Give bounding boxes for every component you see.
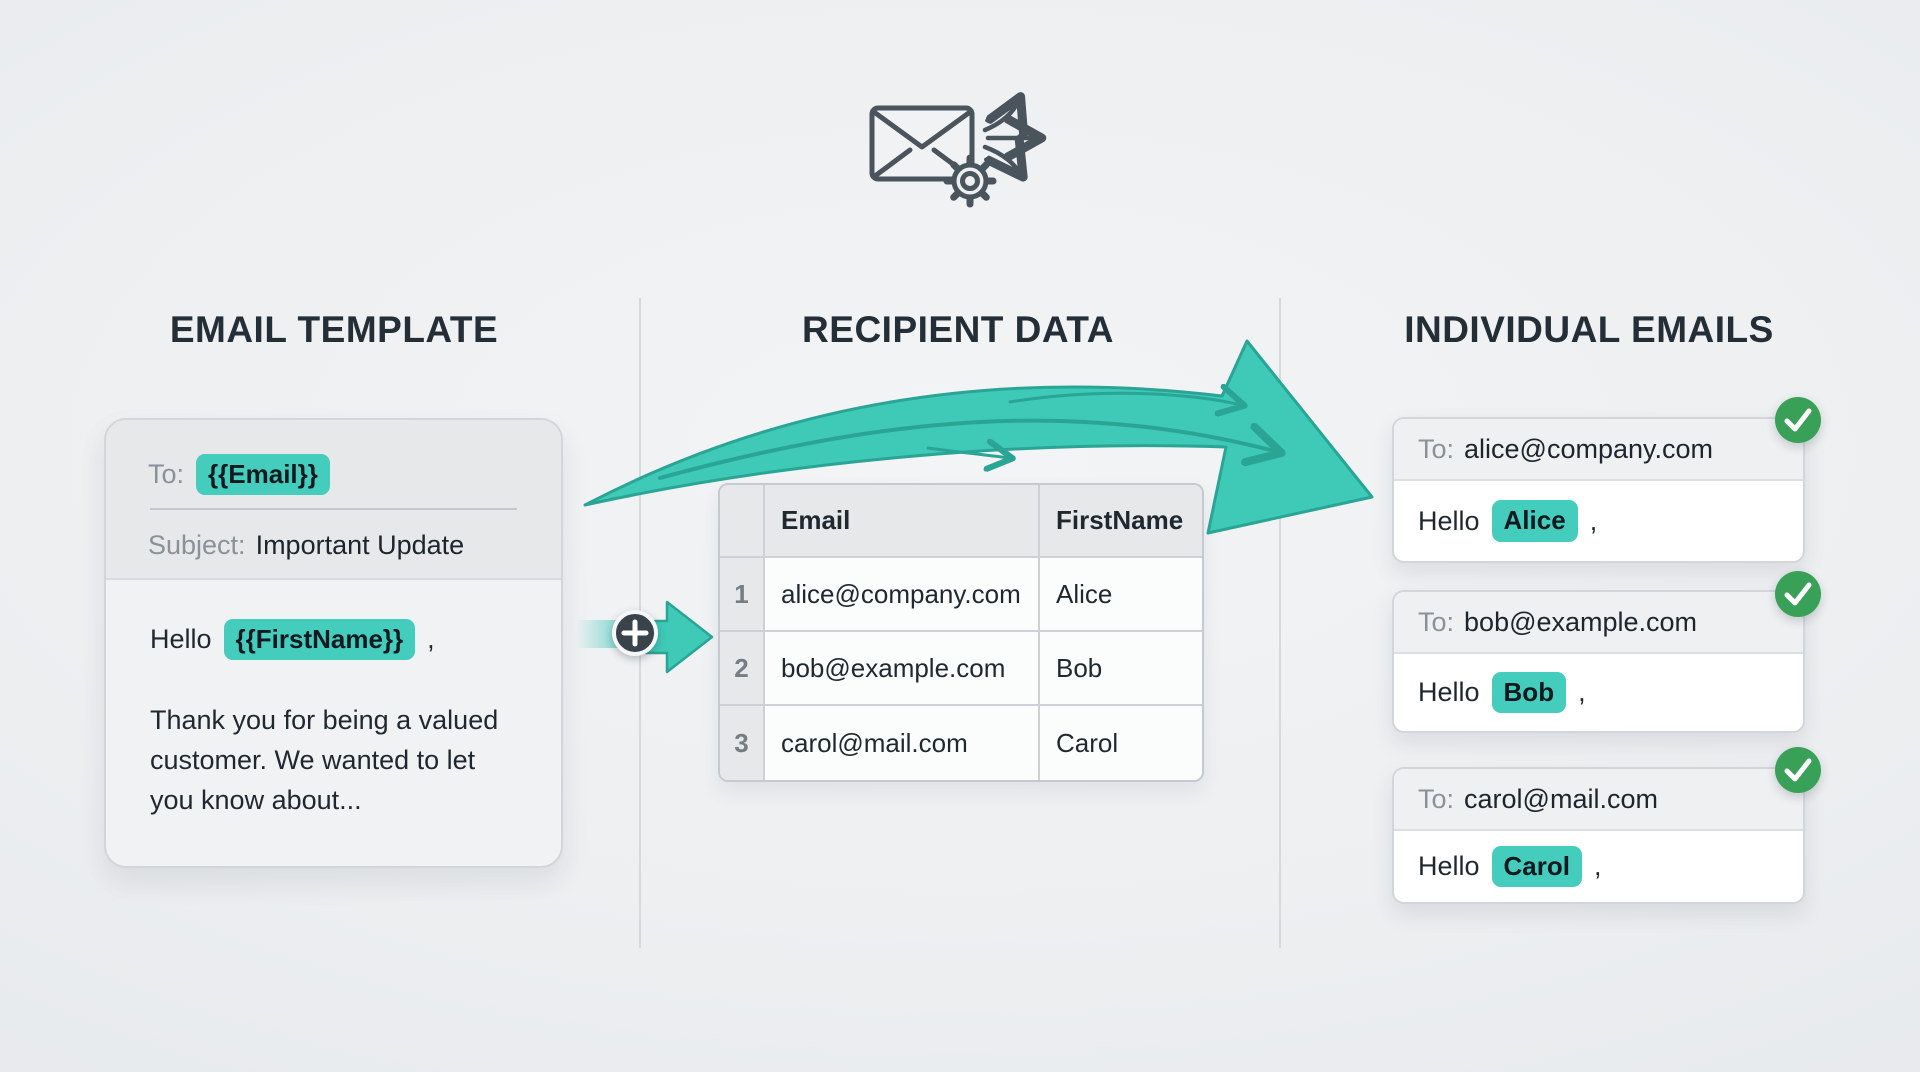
table-cell-email: carol@mail.com	[765, 706, 1040, 780]
column-divider-right	[1279, 298, 1281, 948]
row-number: 3	[720, 706, 765, 780]
table-cell-email: bob@example.com	[765, 632, 1040, 706]
email-card-header: To: alice@company.com	[1394, 419, 1803, 481]
to-label: To:	[1418, 433, 1455, 464]
email-card-body: Hello Alice ,	[1394, 481, 1803, 561]
to-label: To:	[1418, 783, 1455, 814]
merged-name-chip: Carol	[1491, 845, 1582, 888]
greeting-suffix: ,	[1589, 505, 1598, 536]
recipient-table: Email FirstName 1 alice@company.com Alic…	[718, 483, 1204, 782]
email-address: alice@company.com	[1464, 433, 1714, 464]
template-header-divider	[150, 508, 517, 510]
success-check-icon	[1775, 397, 1821, 443]
table-header-firstname: FirstName	[1040, 485, 1202, 558]
template-subject-row: Subject: Important Update	[148, 530, 464, 561]
row-number: 1	[720, 558, 765, 632]
fanout-arrow-down-icon	[982, 147, 1021, 174]
table-cell-email: alice@company.com	[765, 558, 1040, 632]
subject-value: Important Update	[255, 530, 465, 560]
email-card-body: Hello Bob ,	[1394, 654, 1803, 731]
thin-arrow-lower	[926, 448, 1010, 458]
thin-arrow-upper	[1008, 393, 1242, 405]
success-check-icon	[1775, 571, 1821, 617]
template-card-header: To: {{Email}} Subject: Important Update	[106, 420, 561, 580]
greeting-suffix: ,	[427, 624, 435, 655]
greeting-prefix: Hello	[1418, 677, 1480, 707]
template-greeting-line: Hello {{FirstName}} ,	[150, 619, 523, 661]
greeting-suffix: ,	[1578, 677, 1586, 707]
email-address: bob@example.com	[1464, 606, 1698, 637]
to-label: To:	[148, 459, 185, 490]
individual-email-card: To: carol@mail.com Hello Carol ,	[1392, 767, 1805, 904]
success-check-icon	[1775, 747, 1821, 793]
individual-emails-column-heading: INDIVIDUAL EMAILS	[1404, 309, 1774, 350]
merged-name-chip: Alice	[1491, 500, 1578, 542]
email-card-header: To: bob@example.com	[1394, 592, 1803, 654]
greeting-suffix: ,	[1594, 851, 1602, 881]
merged-name-chip: Bob	[1491, 671, 1567, 714]
email-variable-chip: {{Email}}	[196, 454, 330, 496]
table-cell-firstname: Bob	[1040, 632, 1202, 706]
template-column-heading: EMAIL TEMPLATE	[169, 309, 499, 350]
email-card-header: To: carol@mail.com	[1394, 769, 1803, 831]
table-cell-firstname: Carol	[1040, 706, 1202, 780]
email-template-card: To: {{Email}} Subject: Important Update …	[104, 418, 563, 868]
merge-plus-icon	[612, 610, 658, 656]
email-card-body: Hello Carol ,	[1394, 831, 1803, 902]
greeting-prefix: Hello	[150, 624, 212, 655]
recipient-data-column-heading: RECIPIENT DATA	[802, 309, 1114, 350]
row-number: 2	[720, 632, 765, 706]
mail-merge-icon	[869, 85, 1058, 208]
table-cell-firstname: Alice	[1040, 558, 1202, 632]
table-header-email: Email	[765, 485, 1040, 558]
template-body-text: Thank you for being a valued customer. W…	[150, 705, 499, 816]
email-address: carol@mail.com	[1464, 783, 1658, 814]
subject-label: Subject:	[148, 530, 246, 560]
fanout-arrow-up-icon	[982, 100, 1019, 130]
firstname-variable-chip: {{FirstName}}	[223, 619, 416, 661]
envelope-icon	[869, 105, 975, 182]
template-card-body: Hello {{FirstName}} , Thank you for bein…	[150, 619, 523, 820]
gear-icon	[943, 154, 997, 208]
individual-email-card: To: alice@company.com Hello Alice ,	[1392, 417, 1805, 563]
swoosh-inner-arrow	[658, 418, 1278, 480]
greeting-prefix: Hello	[1418, 505, 1480, 536]
individual-email-card: To: bob@example.com Hello Bob ,	[1392, 590, 1805, 733]
to-label: To:	[1418, 606, 1455, 637]
greeting-prefix: Hello	[1418, 851, 1480, 881]
template-to-row: To: {{Email}}	[148, 454, 330, 496]
table-corner-cell	[720, 485, 765, 558]
